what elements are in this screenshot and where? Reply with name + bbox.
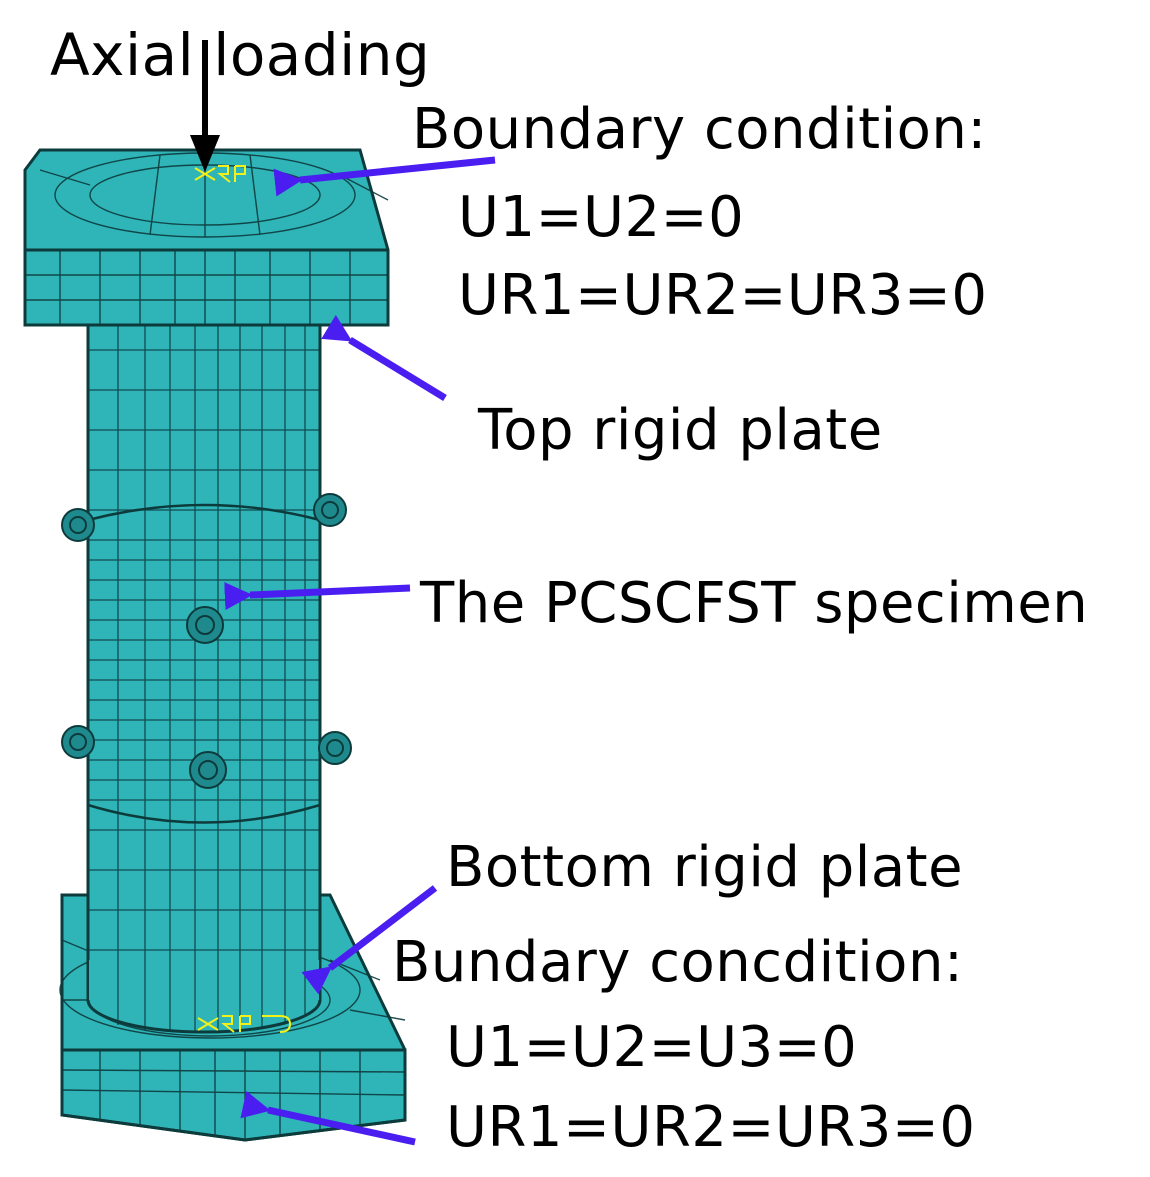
arrow-to-bottom-rp bbox=[240, 1090, 416, 1146]
bottom-boundary-title: Bundary concdition: bbox=[392, 930, 964, 995]
arrow-to-bottom-plate bbox=[301, 885, 438, 995]
arrow-down-icon bbox=[190, 40, 220, 172]
rp-marker-icon bbox=[194, 165, 246, 183]
specimen-label: The PCSCFST specimen bbox=[420, 571, 1089, 636]
arrow-to-top-rp bbox=[273, 156, 496, 197]
bottom-plate-label: Bottom rigid plate bbox=[446, 835, 964, 900]
top-plate-label: Top rigid plate bbox=[478, 398, 883, 463]
top-boundary-title: Boundary condition: bbox=[412, 97, 987, 162]
bolt-clusters bbox=[61, 493, 352, 789]
axial-loading-label: Axial loading bbox=[50, 21, 431, 89]
column-tube bbox=[86, 298, 322, 1034]
arrow-to-specimen bbox=[224, 582, 411, 611]
rp-marker-icon-bottom bbox=[197, 1015, 292, 1033]
bottom-boundary-u: U1=U2=U3=0 bbox=[446, 1015, 858, 1080]
top-boundary-ur: UR1=UR2=UR3=0 bbox=[458, 263, 988, 328]
arrow-left-icon bbox=[224, 156, 496, 1146]
top-boundary-u: U1=U2=0 bbox=[458, 185, 745, 250]
bottom-boundary-ur: UR1=UR2=UR3=0 bbox=[446, 1095, 976, 1160]
arrow-to-top-plate bbox=[321, 314, 447, 401]
